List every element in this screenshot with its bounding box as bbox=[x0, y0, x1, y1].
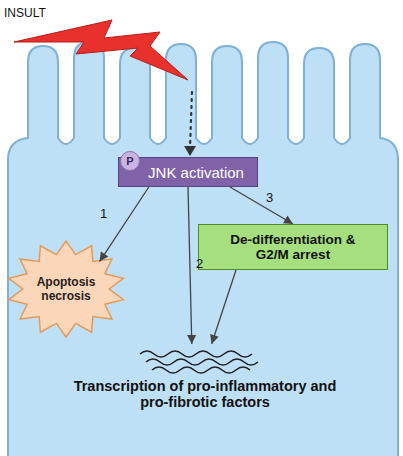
connector-line bbox=[100, 187, 149, 262]
phospho-mark: P bbox=[120, 151, 140, 171]
insult-label: INSULT bbox=[4, 6, 46, 20]
signal-head bbox=[184, 146, 196, 156]
callout-number: 2 bbox=[196, 256, 203, 271]
node-text: Transcription of pro-inflammatory and pr… bbox=[64, 378, 346, 410]
transcription-target: Transcription of pro-inflammatory and pr… bbox=[40, 344, 370, 440]
callout-number: 1 bbox=[100, 206, 107, 221]
burst-shape bbox=[9, 241, 124, 337]
mrna-strand bbox=[140, 351, 252, 357]
connector-arrow bbox=[210, 270, 236, 344]
mrna-strand bbox=[146, 359, 258, 365]
connector-arrow bbox=[100, 187, 149, 262]
connector-line bbox=[230, 187, 293, 224]
arrow-head bbox=[100, 252, 109, 262]
node-text: JNK activation bbox=[148, 164, 244, 181]
connector-line bbox=[188, 187, 192, 344]
callout-number: 3 bbox=[266, 190, 273, 205]
arrow-head bbox=[187, 335, 196, 344]
arrow-head bbox=[210, 334, 219, 344]
mrna-strand bbox=[152, 367, 250, 373]
connector-line bbox=[212, 270, 236, 344]
signal-dots bbox=[190, 92, 192, 148]
arrest-box: De-differentiation & G2/M arrest bbox=[198, 224, 388, 270]
connector-arrow bbox=[230, 187, 293, 224]
node-text: Apoptosis necrosis bbox=[36, 275, 96, 303]
node-text: De-differentiation & G2/M arrest bbox=[217, 232, 369, 262]
epithelial-cell bbox=[8, 42, 398, 456]
mrna-strands bbox=[140, 351, 258, 373]
insult-bolt bbox=[14, 20, 188, 80]
arrow-head bbox=[283, 216, 293, 224]
apoptosis-burst: Apoptosis necrosis bbox=[6, 240, 126, 338]
connector-arrow bbox=[187, 187, 196, 344]
